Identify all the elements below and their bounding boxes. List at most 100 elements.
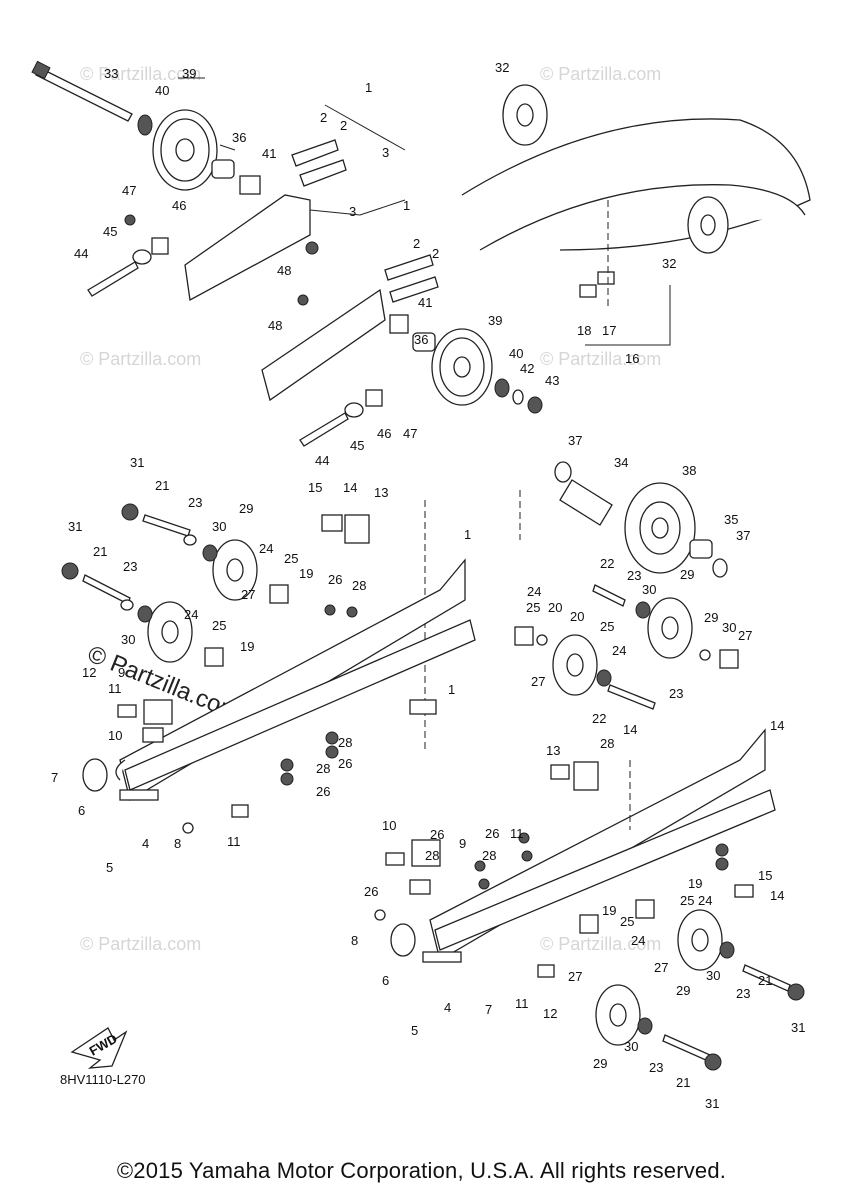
part-callout: 16 — [625, 351, 639, 366]
part-callout: 25 — [526, 600, 540, 615]
part-callout: 4 — [142, 836, 149, 851]
part-callout: 27 — [568, 969, 582, 984]
part-callout: 29 — [704, 610, 718, 625]
part-callout: 33 — [104, 66, 118, 81]
part-callout: 30 — [706, 968, 720, 983]
part-callout: 5 — [411, 1023, 418, 1038]
part-callout: 34 — [614, 455, 628, 470]
part-callout: 28 — [425, 848, 439, 863]
watermark: © Partzilla.com — [540, 349, 661, 369]
part-callout: 42 — [520, 361, 534, 376]
part-callout: 19 — [688, 876, 702, 891]
part-callout: 18 — [577, 323, 591, 338]
part-callout: 31 — [68, 519, 82, 534]
part-callout: 22 — [592, 711, 606, 726]
part-callout: 29 — [680, 567, 694, 582]
part-callout: 47 — [122, 183, 136, 198]
part-callout: 44 — [74, 246, 88, 261]
part-callout: 24 — [698, 893, 712, 908]
part-callout: 32 — [662, 256, 676, 271]
part-callout: 27 — [531, 674, 545, 689]
mid-right-wheel-assembly — [514, 584, 739, 710]
part-callout: 12 — [82, 665, 96, 680]
part-callout: 29 — [676, 983, 690, 998]
part-callout: 24 — [527, 584, 541, 599]
part-callout: 41 — [262, 146, 276, 161]
part-callout: 45 — [350, 438, 364, 453]
part-callout: 31 — [130, 455, 144, 470]
part-callout: 46 — [172, 198, 186, 213]
part-callout: 11 — [227, 834, 241, 849]
center-shaft-assembly — [424, 461, 728, 750]
part-callout: 47 — [403, 426, 417, 441]
part-callout: 8 — [174, 836, 181, 851]
part-callout: 23 — [188, 495, 202, 510]
part-callout: 6 — [382, 973, 389, 988]
part-callout: 26 — [328, 572, 342, 587]
part-callout: 20 — [548, 600, 562, 615]
part-callout: 3 — [382, 145, 389, 160]
part-callout: 13 — [374, 485, 388, 500]
part-callout: 39 — [182, 66, 196, 81]
part-callout: 5 — [106, 860, 113, 875]
part-callout: 30 — [722, 620, 736, 635]
part-callout: 27 — [654, 960, 668, 975]
part-callout: 29 — [593, 1056, 607, 1071]
part-callout: 36 — [414, 332, 428, 347]
part-callout: 7 — [485, 1002, 492, 1017]
part-callout: 19 — [299, 566, 313, 581]
part-callout: 43 — [545, 373, 559, 388]
part-callout: 2 — [340, 118, 347, 133]
part-callout: 24 — [184, 607, 198, 622]
lower-right-rail-assembly — [374, 728, 805, 1071]
part-callout: 28 — [338, 735, 352, 750]
part-callout: 7 — [51, 770, 58, 785]
part-callout: 2 — [432, 246, 439, 261]
part-callout: 44 — [315, 453, 329, 468]
part-callout: 21 — [93, 544, 107, 559]
part-callout: 2 — [413, 236, 420, 251]
part-callout: 11 — [515, 996, 529, 1011]
part-callout: 41 — [418, 295, 432, 310]
part-callout: 26 — [316, 784, 330, 799]
part-callout: 21 — [155, 478, 169, 493]
part-callout: 31 — [791, 1020, 805, 1035]
watermark: © Partzilla.com — [540, 64, 661, 84]
part-callout: 22 — [600, 556, 614, 571]
part-callout: 25 — [600, 619, 614, 634]
part-callout: 26 — [430, 827, 444, 842]
part-callout: 25 — [620, 914, 634, 929]
part-callout: 25 — [284, 551, 298, 566]
watermark: © Partzilla.com — [540, 934, 661, 954]
part-callout: 8 — [351, 933, 358, 948]
part-callout: 24 — [259, 541, 273, 556]
part-callout: 30 — [212, 519, 226, 534]
part-callout: 14 — [623, 722, 637, 737]
part-callout: 15 — [308, 480, 322, 495]
part-callout: 36 — [232, 130, 246, 145]
part-callout: 2 — [320, 110, 327, 125]
part-callout: 17 — [602, 323, 616, 338]
part-callout: 24 — [631, 933, 645, 948]
part-callout: 32 — [495, 60, 509, 75]
part-callout: 31 — [705, 1096, 719, 1111]
part-callout: 21 — [676, 1075, 690, 1090]
track-assembly — [461, 84, 811, 346]
part-callout: 15 — [758, 868, 772, 883]
part-callout: 23 — [649, 1060, 663, 1075]
part-callout: 29 — [239, 501, 253, 516]
part-callout: 26 — [338, 756, 352, 771]
part-callout: 11 — [108, 681, 122, 696]
part-callout: 37 — [568, 433, 582, 448]
part-callout: 3 — [349, 204, 356, 219]
part-callout: 1 — [448, 682, 455, 697]
top-middle-assembly — [261, 199, 543, 447]
fwd-arrow: FWD — [70, 1027, 128, 1069]
part-callout: 26 — [485, 826, 499, 841]
part-callout: 28 — [482, 848, 496, 863]
part-callout: 25 — [212, 618, 226, 633]
watermark: © Partzilla.com — [80, 349, 201, 369]
top-left-assembly — [31, 60, 406, 302]
